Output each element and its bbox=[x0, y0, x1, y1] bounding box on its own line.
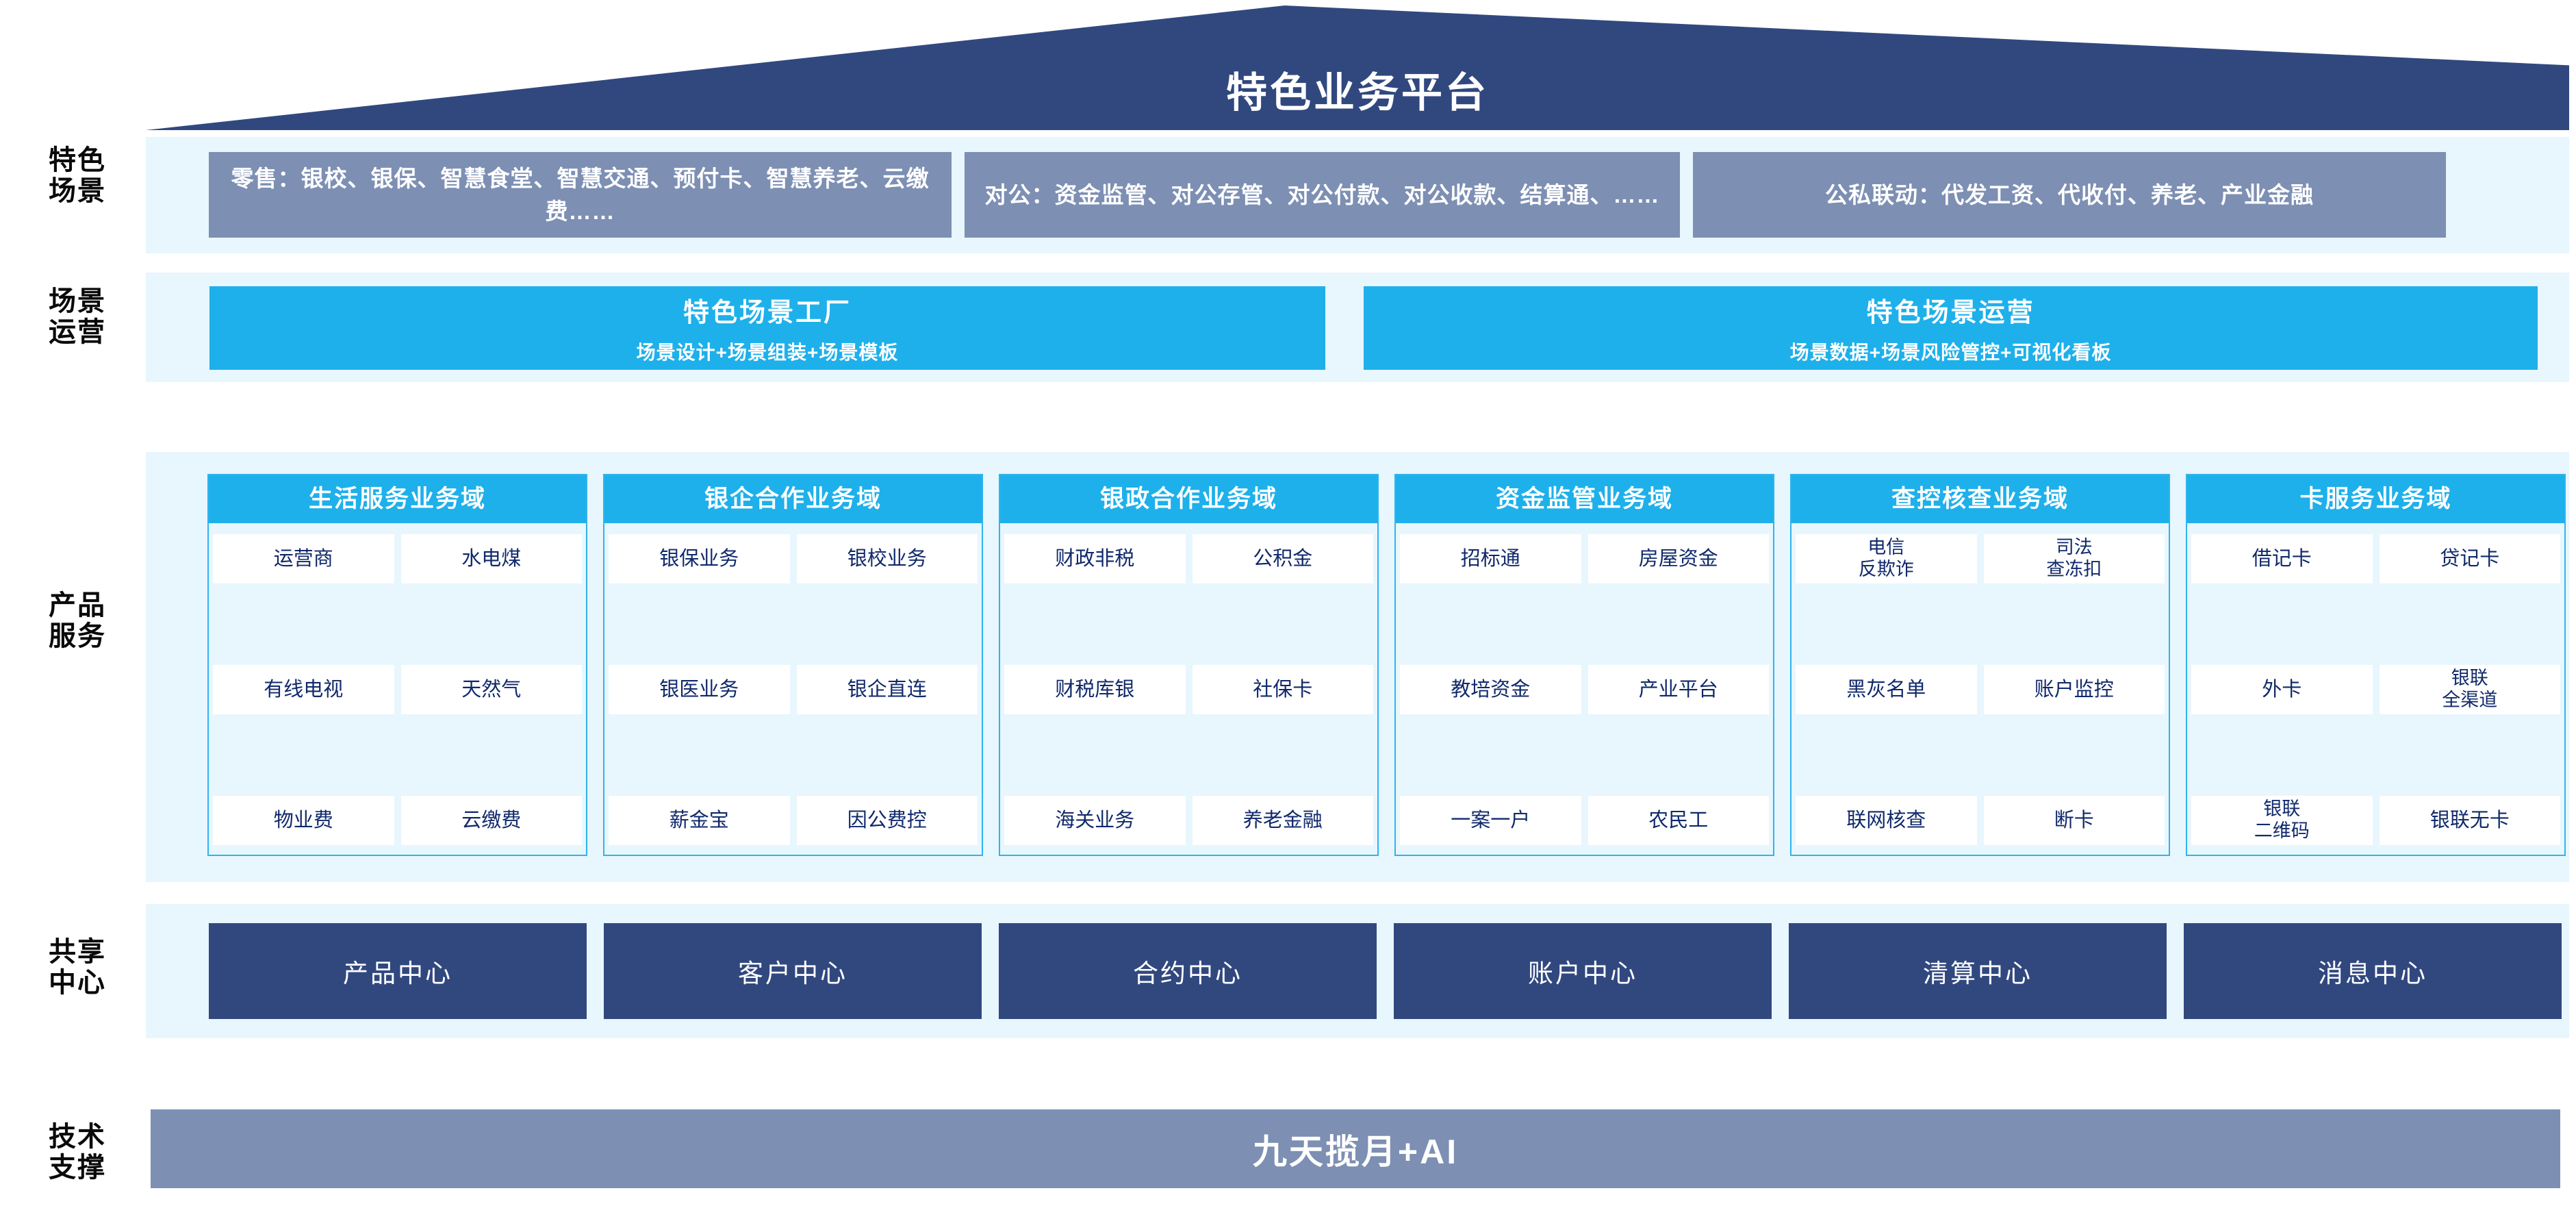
domain-column: 银政合作业务域财政非税公积金财税库银社保卡海关业务养老金融 bbox=[999, 474, 1379, 856]
domain-column: 卡服务业务域借记卡贷记卡外卡银联全渠道银联二维码银联无卡 bbox=[2186, 474, 2566, 856]
domain-cell-grid: 银保业务银校业务银医业务银企直连薪金宝因公费控 bbox=[604, 523, 982, 855]
domain-cell[interactable]: 农民工 bbox=[1587, 796, 1769, 845]
domain-cell[interactable]: 外卡 bbox=[2191, 665, 2373, 714]
domain-cell[interactable]: 教培资金 bbox=[1400, 665, 1581, 714]
scene-box[interactable]: 公私联动：代发工资、代收付、养老、产业金融 bbox=[1693, 152, 2446, 238]
domain-cell[interactable]: 银校业务 bbox=[796, 534, 978, 583]
domain-cell[interactable]: 因公费控 bbox=[796, 796, 978, 845]
shared-center-box[interactable]: 产品中心 bbox=[209, 923, 587, 1019]
operations-title: 特色场景运营 bbox=[1866, 299, 2035, 327]
domain-cell[interactable]: 司法查冻扣 bbox=[1983, 534, 2165, 583]
operations-title: 特色场景工厂 bbox=[683, 299, 852, 327]
domain-cell[interactable]: 银企直连 bbox=[796, 665, 978, 714]
operations-box[interactable]: 特色场景运营场景数据+场景风险管控+可视化看板 bbox=[1364, 286, 2538, 370]
domain-cell[interactable]: 银联无卡 bbox=[2379, 796, 2560, 845]
domain-cell[interactable]: 银联二维码 bbox=[2191, 796, 2373, 845]
domain-cell[interactable]: 海关业务 bbox=[1004, 796, 1186, 845]
domain-cell[interactable]: 一案一户 bbox=[1400, 796, 1581, 845]
domain-cell[interactable]: 账户监控 bbox=[1983, 665, 2165, 714]
scene-row: 零售：银校、银保、智慧食堂、智慧交通、预付卡、智慧养老、云缴费……对公：资金监管… bbox=[209, 152, 2446, 238]
tech-support-bar: 九天揽月+AI bbox=[151, 1109, 2560, 1188]
domain-cell[interactable]: 断卡 bbox=[1983, 796, 2165, 845]
shared-center-box[interactable]: 消息中心 bbox=[2184, 923, 2562, 1019]
domain-cell-row: 招标通房屋资金 bbox=[1400, 534, 1769, 583]
domain-cell-row: 财政非税公积金 bbox=[1004, 534, 1373, 583]
domain-cell[interactable]: 银联全渠道 bbox=[2379, 665, 2560, 714]
domain-cell-grid: 电信反欺诈司法查冻扣黑灰名单账户监控联网核查断卡 bbox=[1791, 523, 2169, 855]
domain-title: 卡服务业务域 bbox=[2187, 475, 2564, 523]
domain-cell[interactable]: 产业平台 bbox=[1587, 665, 1769, 714]
domain-cell[interactable]: 贷记卡 bbox=[2379, 534, 2560, 583]
domain-title: 银政合作业务域 bbox=[1000, 475, 1377, 523]
domain-cell-row: 黑灰名单账户监控 bbox=[1796, 665, 2165, 714]
domain-cell-row: 联网核查断卡 bbox=[1796, 796, 2165, 845]
domain-cell[interactable]: 物业费 bbox=[213, 796, 394, 845]
scene-box[interactable]: 零售：银校、银保、智慧食堂、智慧交通、预付卡、智慧养老、云缴费…… bbox=[209, 152, 952, 238]
domain-cell[interactable]: 财税库银 bbox=[1004, 665, 1186, 714]
domain-cell[interactable]: 公积金 bbox=[1192, 534, 1373, 583]
domain-cell-row: 银医业务银企直连 bbox=[609, 665, 978, 714]
shared-center-box[interactable]: 账户中心 bbox=[1394, 923, 1772, 1019]
domain-title: 查控核查业务域 bbox=[1791, 475, 2169, 523]
domain-cell[interactable]: 招标通 bbox=[1400, 534, 1581, 583]
domain-cell[interactable]: 云缴费 bbox=[400, 796, 582, 845]
domain-column: 生活服务业务域运营商水电煤有线电视天然气物业费云缴费 bbox=[207, 474, 587, 856]
domain-title: 生活服务业务域 bbox=[209, 475, 586, 523]
domain-cell-grid: 借记卡贷记卡外卡银联全渠道银联二维码银联无卡 bbox=[2187, 523, 2564, 855]
domain-cell[interactable]: 有线电视 bbox=[213, 665, 394, 714]
domain-cell-row: 一案一户农民工 bbox=[1400, 796, 1769, 845]
domain-cell-row: 电信反欺诈司法查冻扣 bbox=[1796, 534, 2165, 583]
domain-cell[interactable]: 社保卡 bbox=[1192, 665, 1373, 714]
operations-row: 特色场景工厂场景设计+场景组装+场景模板特色场景运营场景数据+场景风险管控+可视… bbox=[209, 286, 2538, 370]
domain-cell-row: 银保业务银校业务 bbox=[609, 534, 978, 583]
operations-subtitle: 场景数据+场景风险管控+可视化看板 bbox=[1789, 342, 2112, 363]
row-label-product: 产品服务 bbox=[49, 590, 106, 651]
domain-column: 资金监管业务域招标通房屋资金教培资金产业平台一案一户农民工 bbox=[1394, 474, 1774, 856]
domain-cell[interactable]: 运营商 bbox=[213, 534, 394, 583]
domain-cell[interactable]: 联网核查 bbox=[1796, 796, 1977, 845]
domain-cell-row: 有线电视天然气 bbox=[213, 665, 582, 714]
shared-center-box[interactable]: 客户中心 bbox=[604, 923, 982, 1019]
shared-center-box[interactable]: 清算中心 bbox=[1789, 923, 2167, 1019]
domain-cell-row: 薪金宝因公费控 bbox=[609, 796, 978, 845]
row-label-share: 共享中心 bbox=[49, 937, 106, 998]
domain-cell[interactable]: 黑灰名单 bbox=[1796, 665, 1977, 714]
product-domain-row: 生活服务业务域运营商水电煤有线电视天然气物业费云缴费银企合作业务域银保业务银校业… bbox=[207, 474, 2566, 856]
domain-cell-row: 财税库银社保卡 bbox=[1004, 665, 1373, 714]
domain-cell[interactable]: 养老金融 bbox=[1192, 796, 1373, 845]
domain-cell-row: 教培资金产业平台 bbox=[1400, 665, 1769, 714]
domain-cell[interactable]: 房屋资金 bbox=[1587, 534, 1769, 583]
shared-center-row: 产品中心客户中心合约中心账户中心清算中心消息中心 bbox=[209, 923, 2562, 1019]
domain-cell-row: 物业费云缴费 bbox=[213, 796, 582, 845]
domain-title: 银企合作业务域 bbox=[604, 475, 982, 523]
shared-center-box[interactable]: 合约中心 bbox=[999, 923, 1377, 1019]
domain-cell-row: 银联二维码银联无卡 bbox=[2191, 796, 2560, 845]
domain-cell-grid: 财政非税公积金财税库银社保卡海关业务养老金融 bbox=[1000, 523, 1377, 855]
domain-title: 资金监管业务域 bbox=[1396, 475, 1773, 523]
domain-column: 查控核查业务域电信反欺诈司法查冻扣黑灰名单账户监控联网核查断卡 bbox=[1790, 474, 2170, 856]
domain-cell-grid: 运营商水电煤有线电视天然气物业费云缴费 bbox=[209, 523, 586, 855]
domain-cell[interactable]: 银保业务 bbox=[609, 534, 790, 583]
domain-cell[interactable]: 薪金宝 bbox=[609, 796, 790, 845]
domain-cell-grid: 招标通房屋资金教培资金产业平台一案一户农民工 bbox=[1396, 523, 1773, 855]
row-label-ops: 场景运营 bbox=[49, 286, 106, 347]
domain-cell[interactable]: 银医业务 bbox=[609, 665, 790, 714]
domain-cell-row: 借记卡贷记卡 bbox=[2191, 534, 2560, 583]
domain-column: 银企合作业务域银保业务银校业务银医业务银企直连薪金宝因公费控 bbox=[603, 474, 983, 856]
domain-cell-row: 运营商水电煤 bbox=[213, 534, 582, 583]
domain-cell-row: 海关业务养老金融 bbox=[1004, 796, 1373, 845]
domain-cell-row: 外卡银联全渠道 bbox=[2191, 665, 2560, 714]
domain-cell[interactable]: 电信反欺诈 bbox=[1796, 534, 1977, 583]
page-title: 特色业务平台 bbox=[1226, 70, 1489, 116]
domain-cell[interactable]: 财政非税 bbox=[1004, 534, 1186, 583]
operations-subtitle: 场景设计+场景组装+场景模板 bbox=[636, 342, 899, 363]
domain-cell[interactable]: 借记卡 bbox=[2191, 534, 2373, 583]
domain-cell[interactable]: 天然气 bbox=[400, 665, 582, 714]
row-label-scene: 特色场景 bbox=[49, 145, 106, 206]
scene-box[interactable]: 对公：资金监管、对公存管、对公付款、对公收款、结算通、…… bbox=[965, 152, 1680, 238]
operations-box[interactable]: 特色场景工厂场景设计+场景组装+场景模板 bbox=[209, 286, 1325, 370]
domain-cell[interactable]: 水电煤 bbox=[400, 534, 582, 583]
row-label-tech: 技术支撑 bbox=[49, 1122, 106, 1183]
